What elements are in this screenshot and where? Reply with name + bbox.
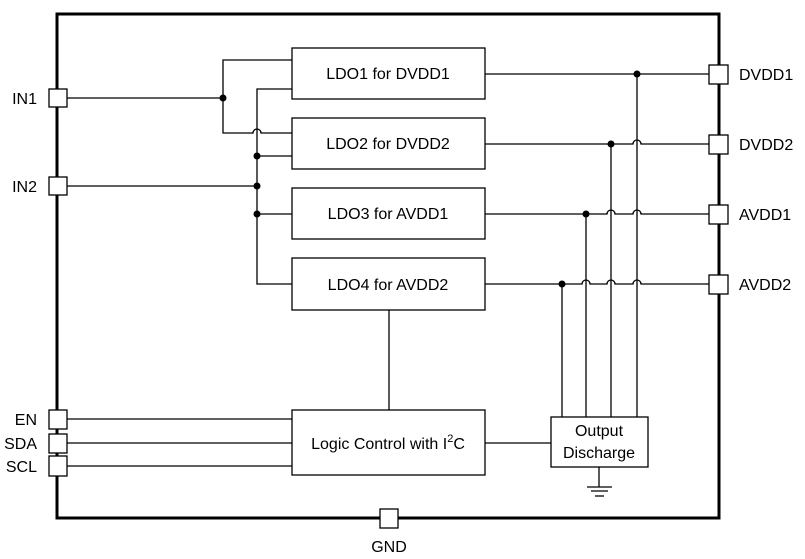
pin-scl-label: SCL: [6, 459, 37, 476]
ldo2-label: LDO2 for DVDD2: [326, 136, 450, 153]
ldo3-block: LDO3 for AVDD1: [291, 187, 486, 240]
wire-dvdd2: [485, 139, 709, 145]
pin-sda: [48, 433, 68, 454]
input-wiring: [67, 59, 292, 285]
ldo2-block: LDO2 for DVDD2: [291, 117, 486, 170]
pin-en-label: EN: [15, 412, 37, 429]
junction-dot: [607, 140, 615, 148]
control-wiring: [67, 310, 600, 487]
ldo4-block: LDO4 for AVDD2: [291, 257, 486, 311]
junction-dot: [253, 152, 261, 160]
ldo4-label: LDO4 for AVDD2: [328, 277, 449, 294]
pin-gnd-label: GND: [371, 539, 407, 556]
wire-avdd1: [485, 209, 709, 215]
output-discharge-block: Output Discharge: [550, 416, 649, 468]
pin-dvdd2: [708, 134, 729, 155]
junction-dot: [253, 182, 261, 190]
pin-dvdd2-label: DVDD2: [739, 137, 793, 154]
pin-avdd1-label: AVDD1: [739, 207, 791, 224]
output-discharge-label-line1: Output: [575, 423, 624, 440]
output-wiring: [485, 70, 709, 417]
pin-dvdd1-label: DVDD1: [739, 67, 793, 84]
junction-dot: [253, 210, 261, 218]
pin-dvdd1: [708, 64, 729, 85]
logic-control-block: Logic Control with I2C: [291, 409, 486, 476]
junction-dot: [558, 280, 566, 288]
pin-sda-label: SDA: [4, 436, 37, 453]
pin-in2-label: IN2: [12, 179, 37, 196]
pin-avdd1: [708, 204, 729, 225]
ldo3-label: LDO3 for AVDD1: [328, 206, 449, 223]
pin-in1: [48, 88, 68, 108]
logic-control-label: Logic Control with I2C: [311, 433, 465, 453]
junction-dot: [219, 94, 227, 102]
pin-en: [48, 409, 68, 430]
wire-in2-bus: [256, 88, 292, 285]
pin-in1-label: IN1: [12, 91, 37, 108]
output-discharge-label-line2: Discharge: [563, 445, 635, 462]
junction-dot: [582, 210, 590, 218]
ldo1-label: LDO1 for DVDD1: [326, 66, 450, 83]
wire-avdd2: [485, 279, 709, 285]
pin-gnd: [379, 508, 399, 529]
wire-in1-bracket: [222, 59, 292, 134]
junction-dot: [633, 70, 641, 78]
ground-icon: [587, 486, 612, 497]
pin-scl: [48, 455, 68, 477]
pin-avdd2-label: AVDD2: [739, 277, 791, 294]
pin-in2: [48, 176, 68, 196]
ldo1-block: LDO1 for DVDD1: [291, 47, 486, 100]
pin-avdd2: [708, 274, 729, 295]
